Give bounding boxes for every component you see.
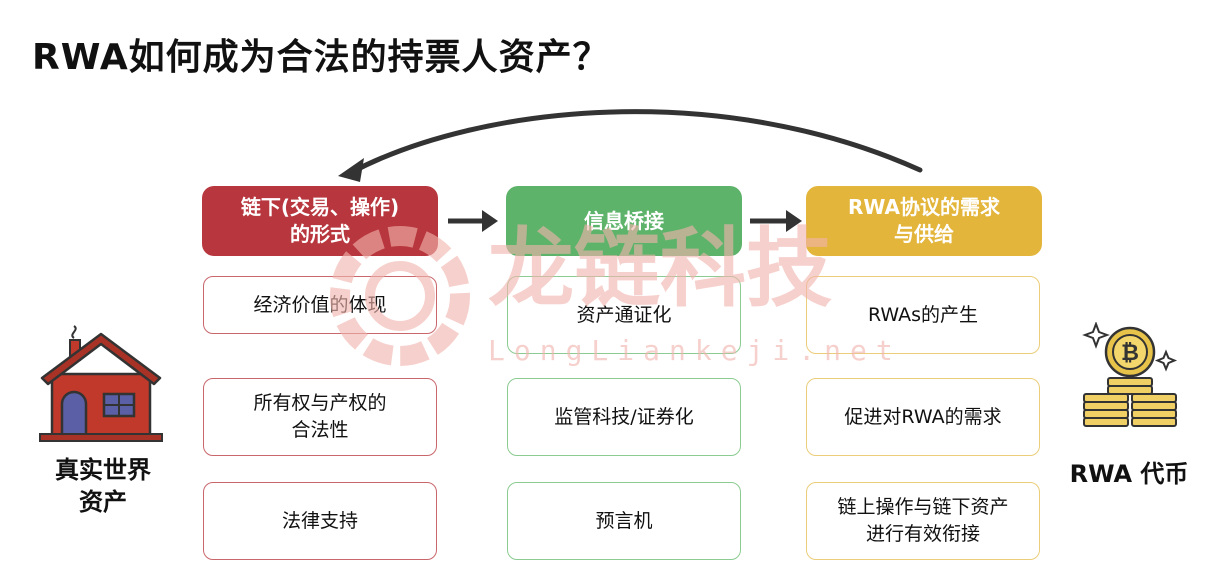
list-item: 法律支持 (203, 482, 437, 560)
coin-stack-icon: ₿ (1082, 322, 1178, 427)
column-header: 链下(交易、操作) 的形式 (202, 186, 438, 256)
column-header: RWA协议的需求 与供给 (806, 186, 1042, 256)
list-item: 资产通证化 (507, 276, 741, 354)
list-item: 经济价值的体现 (203, 276, 437, 334)
page-title: RWA如何成为合法的持票人资产？ (32, 37, 610, 78)
list-item: 促进对RWA的需求 (806, 378, 1040, 456)
arrow-right-icon (750, 210, 802, 232)
list-item: RWAs的产生 (806, 276, 1040, 354)
svg-text:₿: ₿ (1121, 341, 1139, 366)
arrow-right-icon (448, 210, 498, 232)
rwa-token-label: RWA 代币 (1069, 460, 1189, 488)
list-item: 所有权与产权的 合法性 (203, 378, 437, 456)
column-header: 信息桥接 (506, 186, 742, 256)
list-item: 监管科技/证券化 (507, 378, 741, 456)
real-world-asset-label: 真实世界 资产 (55, 456, 151, 517)
house-icon (39, 325, 163, 442)
curved-arrow-icon (349, 109, 923, 175)
curved-arrow-head (338, 158, 364, 182)
list-item: 预言机 (507, 482, 741, 560)
list-item: 链上操作与链下资产 进行有效衔接 (806, 482, 1040, 560)
